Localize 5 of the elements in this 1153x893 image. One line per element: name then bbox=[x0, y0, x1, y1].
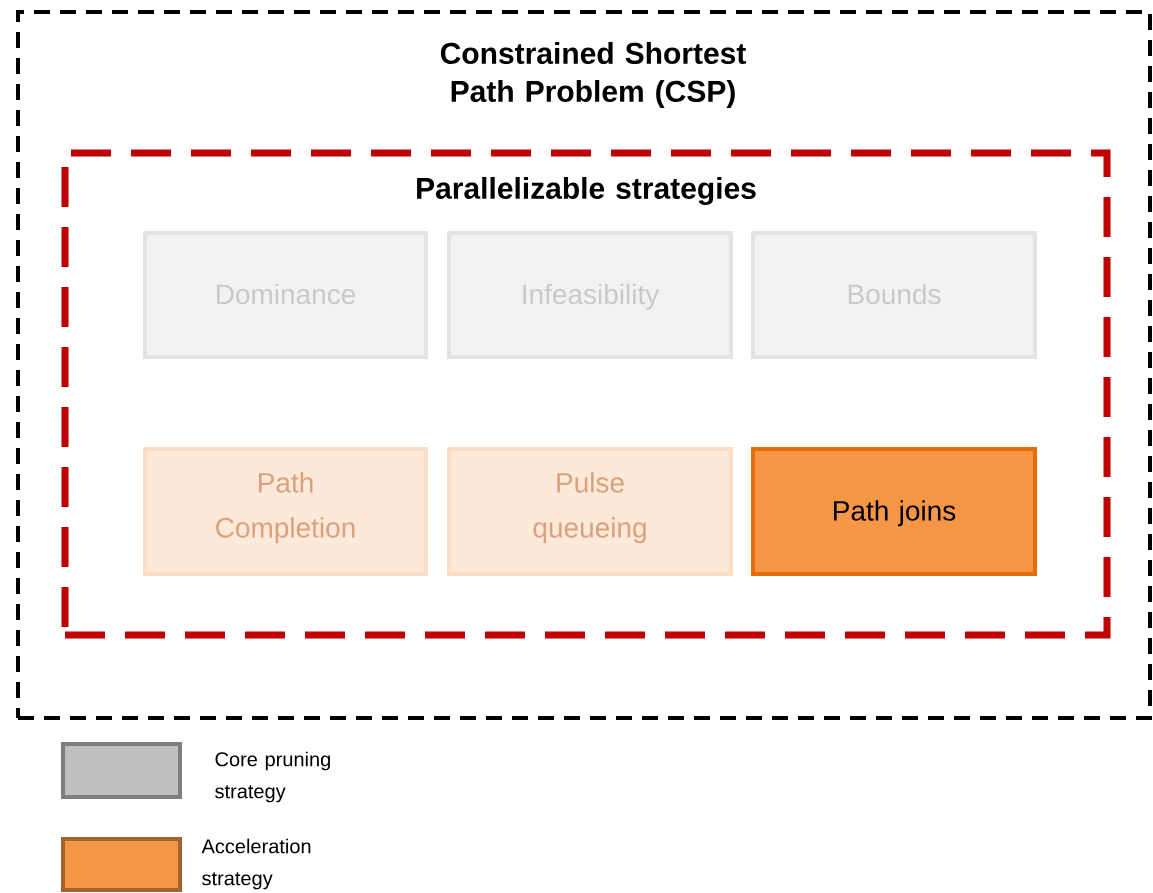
strategy-box: Pulse queueing bbox=[447, 447, 733, 576]
legend-label: Acceleration strategy bbox=[201, 838, 311, 890]
strategy-box: Path Completion bbox=[143, 447, 428, 576]
legend-label: Core pruning strategy bbox=[215, 751, 330, 803]
strategy-box: Path joins bbox=[751, 447, 1037, 576]
